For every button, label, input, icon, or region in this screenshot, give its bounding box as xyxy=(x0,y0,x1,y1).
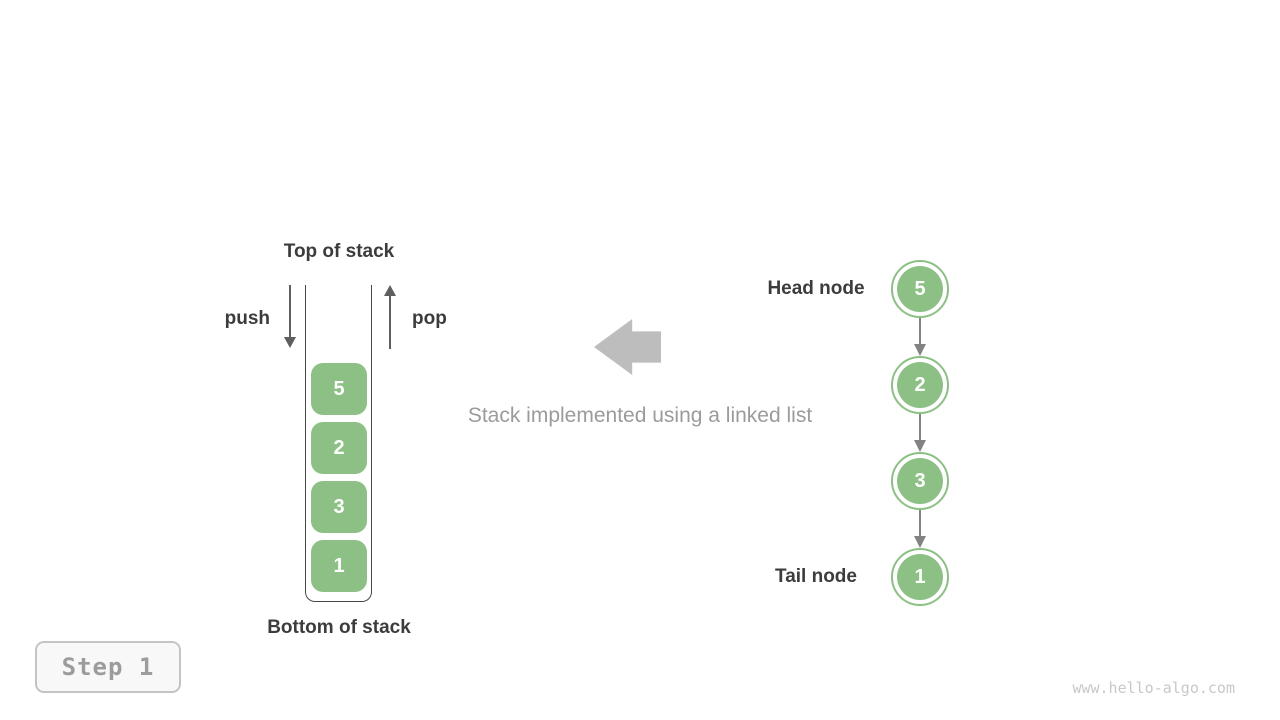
tail-node-label: Tail node xyxy=(775,566,857,587)
list-down-arrow-icon xyxy=(891,510,949,548)
list-node: 1 xyxy=(891,548,949,606)
top-of-stack-label: Top of stack xyxy=(283,241,395,262)
arrow-line xyxy=(918,414,921,441)
list-node: 2 xyxy=(891,356,949,414)
stack-items: 5 2 3 1 xyxy=(311,363,367,592)
arrow-head xyxy=(913,536,926,548)
arrow-head xyxy=(913,344,926,356)
arrow-line xyxy=(918,510,921,537)
step-badge: Step 1 xyxy=(35,641,181,693)
stack-item: 1 xyxy=(311,540,367,592)
arrow-line xyxy=(389,295,391,349)
push-label: push xyxy=(224,308,270,329)
arrow-head xyxy=(284,337,296,348)
push-down-arrow-icon xyxy=(283,285,297,349)
step-badge-label: Step 1 xyxy=(61,653,155,681)
list-down-arrow-icon xyxy=(891,414,949,452)
watermark-text: www.hello-algo.com xyxy=(1072,679,1235,697)
list-node: 3 xyxy=(891,452,949,510)
arrow-line xyxy=(289,285,291,338)
stack-item: 5 xyxy=(311,363,367,415)
list-down-arrow-icon xyxy=(891,318,949,356)
head-node-label: Head node xyxy=(767,278,865,299)
linked-list-nodes: 5 2 3 1 xyxy=(891,260,949,606)
left-block-arrow-icon xyxy=(594,319,661,375)
stack-container-outline xyxy=(305,285,372,602)
arrow-head xyxy=(384,285,396,296)
list-node-value: 1 xyxy=(897,554,943,600)
list-node-value: 5 xyxy=(897,266,943,312)
figure-caption: Stack implemented using a linked list xyxy=(467,404,813,427)
list-node-value: 2 xyxy=(897,362,943,408)
list-node-value: 3 xyxy=(897,458,943,504)
bottom-of-stack-label: Bottom of stack xyxy=(267,617,411,638)
stack-item: 2 xyxy=(311,422,367,474)
list-node: 5 xyxy=(891,260,949,318)
pop-label: pop xyxy=(412,308,447,329)
arrow-head xyxy=(913,440,926,452)
stack-item: 3 xyxy=(311,481,367,533)
pop-up-arrow-icon xyxy=(383,285,397,349)
arrow-line xyxy=(918,318,921,345)
